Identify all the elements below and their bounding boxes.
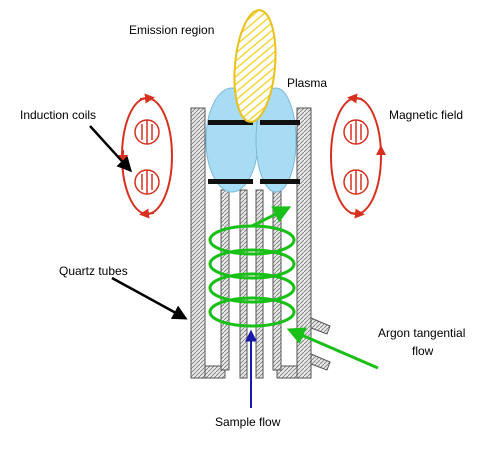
argon-inlet-upper [310,317,331,335]
magnetic-field-loop-left [121,97,173,215]
induction-coils-right [330,93,386,219]
field-arrow-right-bottom [349,208,365,219]
label-sample-flow: Sample flow [215,415,281,429]
field-arrow-left-top [139,93,155,104]
helix-loop-2 [208,248,296,280]
field-arrow-right-top [347,93,363,104]
label-induction-coils: Induction coils [20,108,96,122]
argon-helix [208,206,296,328]
plasma-bar-1 [208,120,253,125]
inner-tube-right-wall [255,189,264,379]
plasma-bar-3 [208,179,253,184]
argon-flow-arrow [286,327,379,370]
label-emission-region: Emission region [129,23,214,37]
outer-tube-left-wall [190,107,206,379]
helix-loop-4 [208,296,296,328]
outer-tube-bottom-left [204,365,226,379]
plasma-bar-2 [260,120,300,125]
outer-tube-bottom-right [276,365,298,379]
field-arrow-left-bottom [139,208,155,219]
emission-region [233,9,277,123]
magnetic-field-loop-right [330,97,382,215]
plasma-bar-4 [260,179,300,184]
quartz-tubes-pointer [111,276,188,320]
helix-loop-3 [208,272,296,304]
label-plasma: Plasma [287,76,327,90]
label-argon-line1: Argon tangential [378,326,465,340]
plasma-right-lobe [255,87,297,193]
middle-tube-left-wall [220,189,230,371]
label-magnetic-field: Magnetic field [389,108,463,122]
inner-tube-left-wall [239,189,248,379]
label-argon-line2: flow [412,344,434,358]
argon-inlet-lower [310,353,331,371]
induction-coils-left [118,93,173,219]
middle-tube-right-wall [272,189,282,371]
outer-tube-right-wall [296,107,312,379]
induction-coils-pointer [89,125,133,173]
helix-top-arrow [251,206,292,228]
label-quartz-tubes: Quartz tubes [59,264,128,278]
